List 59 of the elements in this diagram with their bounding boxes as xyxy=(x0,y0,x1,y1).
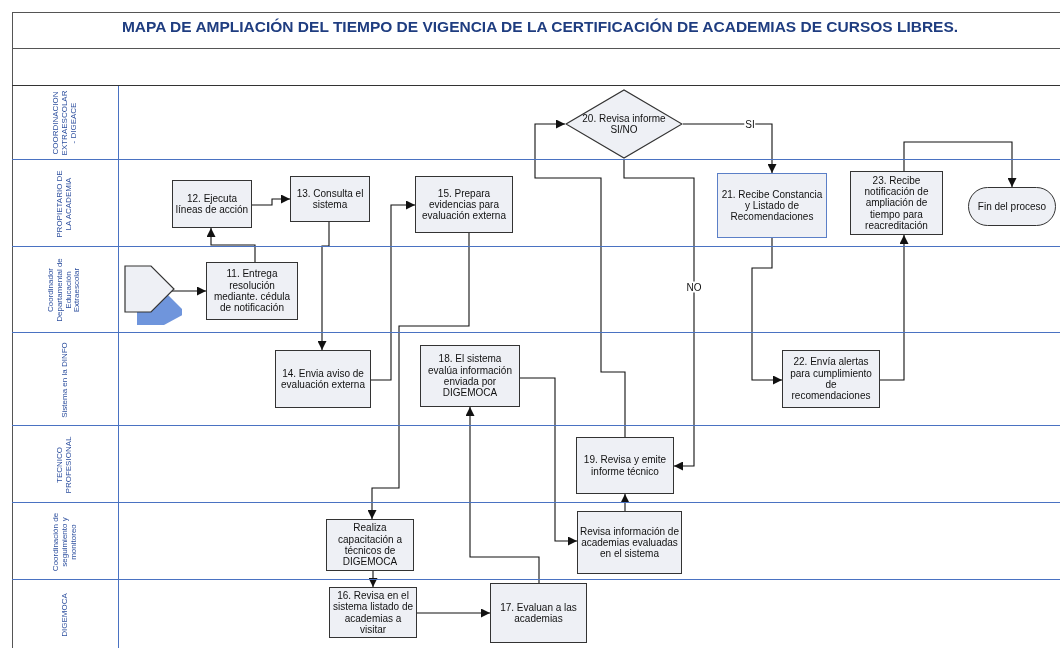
step-text: 15. Prepara evidencias para evaluación externa xyxy=(421,187,507,222)
connector-arrow xyxy=(879,234,909,381)
step-text: 14. Envia aviso de evaluación externa xyxy=(280,367,366,391)
off-page-connector xyxy=(122,265,184,325)
process-box xyxy=(420,345,520,407)
connector-arrow xyxy=(416,608,491,618)
connector-arrow xyxy=(519,377,578,546)
connector-arrow xyxy=(367,232,470,520)
process-box xyxy=(490,583,587,643)
step-text: 13. Consulta el sistema xyxy=(295,187,365,211)
step-text: 18. El sistema evalúa información enviada por DIGEMOCA xyxy=(427,353,513,399)
lane-label: TECNICO PROFESIONAL xyxy=(56,435,74,495)
step-text: Realiza capacitación a técnicos de DIGEMOCA xyxy=(337,522,403,568)
terminator-box xyxy=(968,187,1056,226)
lane-label: Sistema en la DINFO xyxy=(60,340,70,420)
process-box xyxy=(415,176,513,233)
step-text: 16. Revisa en el sistema listado de academias a visitar xyxy=(332,589,414,636)
connector-arrow xyxy=(620,493,630,512)
process-box xyxy=(206,262,298,320)
step-text: 23. Recibe notificación de ampliación de tiempo para reacreditación xyxy=(863,174,930,232)
step-text: 17. Evaluan a las academias xyxy=(499,601,578,625)
lane-label: DIGEMOCA xyxy=(60,591,70,639)
connector-arrow xyxy=(251,194,291,206)
step-text: 12. Ejecuta líneas de acción xyxy=(175,192,249,216)
process-box xyxy=(326,519,414,571)
connector-arrow xyxy=(751,237,783,385)
process-box xyxy=(577,511,682,574)
step-text: 19. Revisa y emite informe técnico xyxy=(582,454,668,477)
process-box xyxy=(782,350,880,408)
process-box xyxy=(850,171,943,235)
connector-arrow xyxy=(682,123,777,174)
connector-arrow xyxy=(370,200,416,381)
diagram-title: MAPA DE AMPLIACIÓN DEL TIEMPO DE VIGENCIA DE LA CERTIFICACIÓN DE ACADEMIAS DE CURSOS LIBRES. xyxy=(120,18,960,36)
process-box xyxy=(717,173,827,238)
step-text: 11. Entrega resolución mediante. cédula de notificación xyxy=(212,268,292,314)
decision-diamond xyxy=(565,89,683,159)
connector-arrow xyxy=(623,158,695,471)
process-box xyxy=(576,437,674,494)
connector-arrow xyxy=(206,227,256,263)
lane-label: Coordinación de seguimiento y monitoreo xyxy=(51,511,79,573)
connector-arrow xyxy=(368,570,378,588)
connector-arrow xyxy=(317,221,330,351)
step-text: 21. Recibe Constancia y Listado de Recomendaciones xyxy=(720,188,824,223)
edge-label: NO xyxy=(685,281,703,293)
process-box xyxy=(275,350,371,408)
lane-label: PROPIETARIO DE LA ACADEMIA xyxy=(56,168,74,240)
step-text: Revisa información de academias evaluadas en el sistema xyxy=(580,525,679,560)
step-text: 22. Envía alertas para cumplimiento de recomendaciones xyxy=(789,356,873,402)
edge-label: SI xyxy=(744,118,756,130)
step-text: 20. Revisa informe SI/NO xyxy=(581,112,667,136)
connector-arrow xyxy=(903,141,1017,188)
step-text: Fin del proceso xyxy=(977,200,1047,213)
connector-arrow xyxy=(534,119,626,438)
process-box xyxy=(290,176,370,222)
connector-arrow xyxy=(171,286,207,296)
connector-arrow xyxy=(465,406,540,584)
process-box xyxy=(172,180,252,228)
lane-label: Coordinador Departamental de Educación Extraescolar xyxy=(47,257,83,324)
lane-label: COORDINACION EXTRAESCOLAR - DIGEACE xyxy=(51,90,79,156)
